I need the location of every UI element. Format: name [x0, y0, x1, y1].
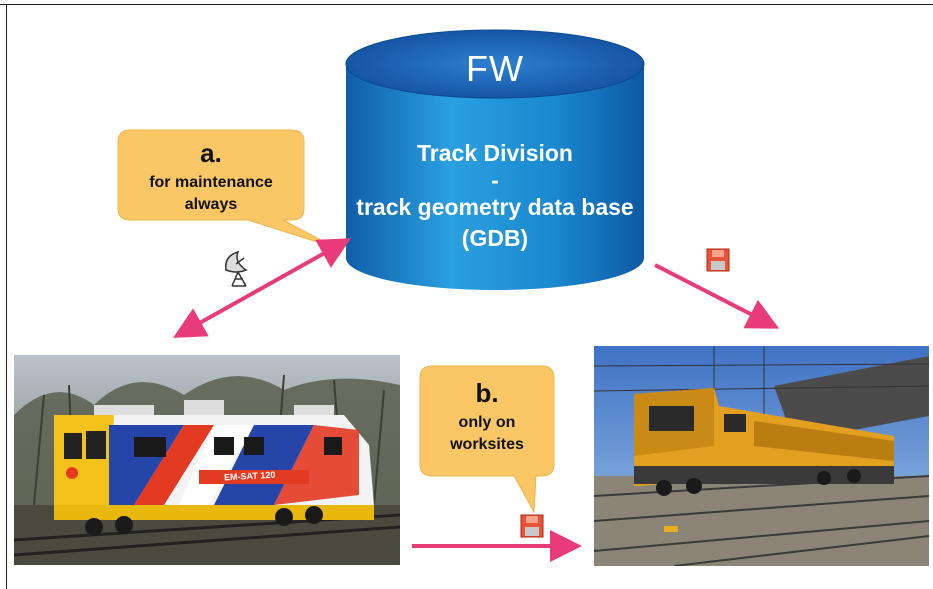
- database-line-3: track geometry data base: [356, 194, 634, 220]
- arrow-db-to-left-train: [173, 238, 351, 338]
- callout-b-letter: b.: [475, 378, 499, 408]
- database-line-2: -: [491, 167, 499, 193]
- callout-b-line-1: only on: [458, 414, 516, 431]
- callout-a: a. for maintenance always: [117, 129, 348, 260]
- floppy-disk-icon: [706, 248, 730, 272]
- callout-a-letter: a.: [200, 138, 222, 168]
- callout-b-line-2: worksites: [450, 436, 524, 453]
- floppy-disk-icon: [520, 514, 544, 538]
- database-line-1: Track Division: [417, 140, 573, 166]
- frame-top-line: [0, 4, 933, 5]
- database-line-4: (GDB): [461, 225, 529, 251]
- callout-a-line-2: always: [184, 196, 238, 213]
- satellite-dish-icon: [220, 248, 260, 290]
- tamping-machine-photo: [594, 346, 929, 566]
- callout-a-line-1: for maintenance: [149, 174, 273, 191]
- database-title: FW: [466, 48, 524, 89]
- frame-left-line: [6, 4, 7, 589]
- arrow-db-to-right-train: [654, 263, 780, 329]
- callout-b: b. only on worksites: [419, 365, 555, 516]
- em-sat-train-photo: EM-SAT 120: [14, 355, 400, 565]
